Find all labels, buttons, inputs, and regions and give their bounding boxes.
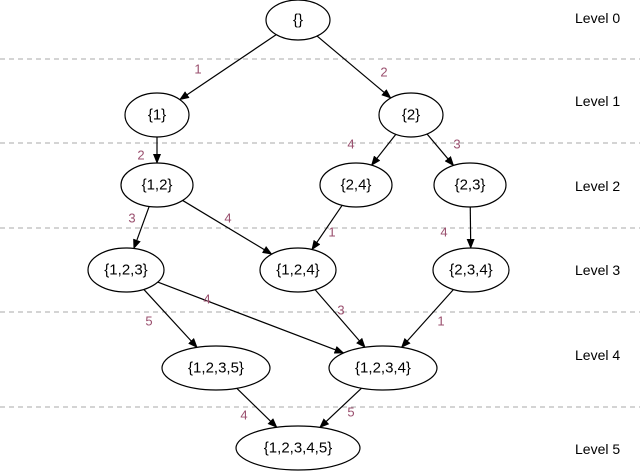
node-ellipse xyxy=(265,0,331,41)
edges xyxy=(133,34,475,429)
node-label: {1} xyxy=(148,107,166,124)
node-n0: {} xyxy=(265,0,331,41)
node-n1234: {1,2,3,4} xyxy=(328,345,438,391)
node-ellipse xyxy=(120,162,194,208)
level-label-2: Level 2 xyxy=(575,178,620,194)
edge-n12-n123 xyxy=(133,206,150,250)
node-n234: {2,3,4} xyxy=(432,247,510,293)
node-n123: {1,2,3} xyxy=(87,247,165,293)
edge-weight-n12-n124: 4 xyxy=(224,211,231,226)
node-ellipse xyxy=(378,92,444,138)
nodes: {} {1} {2} {1,2} {2,4} {2,3} {1,2,3} {1,2,4} {2,… xyxy=(87,0,510,471)
node-ellipse xyxy=(161,345,271,391)
node-label: {2,3,4} xyxy=(449,262,492,279)
edge-weight-n123-n1235: 5 xyxy=(145,314,152,329)
edge-weight-n0-n1: 1 xyxy=(194,62,201,77)
edge-n24-n124 xyxy=(311,204,343,251)
node-label: {1,2,3,5} xyxy=(188,360,244,377)
node-label: {2,4} xyxy=(341,177,372,194)
edge-weights: 1 2 2 4 3 3 4 1 4 5 4 3 1 4 5 xyxy=(128,62,460,423)
edge-weight-n2-n24: 4 xyxy=(347,137,354,152)
node-label: {} xyxy=(293,12,303,29)
node-label: {1,2,3} xyxy=(104,262,147,279)
edge-weight-n123-n1234: 4 xyxy=(203,292,210,307)
edge-weight-n234-n1234: 1 xyxy=(437,314,444,329)
edge-weight-n124-n1234: 3 xyxy=(337,303,344,318)
level-label-5: Level 5 xyxy=(575,441,620,457)
node-n23: {2,3} xyxy=(433,162,507,208)
node-n124: {1,2,4} xyxy=(259,247,337,293)
node-label: {2} xyxy=(402,107,420,124)
edge-n12-n124 xyxy=(182,199,273,255)
node-ellipse xyxy=(259,247,337,293)
node-label: {1,2,4} xyxy=(276,262,319,279)
node-n24: {2,4} xyxy=(319,162,393,208)
edge-n1234-n12345 xyxy=(319,387,362,429)
node-ellipse xyxy=(235,425,361,471)
edge-weight-n1-n12: 2 xyxy=(137,148,144,163)
edge-weight-n0-n2: 2 xyxy=(380,65,387,80)
edge-n123-n1235 xyxy=(143,289,198,349)
edge-weight-n24-n124: 1 xyxy=(328,225,335,240)
level-labels: Level 0 Level 1 Level 2 Level 3 Level 4 … xyxy=(575,10,620,457)
node-label: {1,2} xyxy=(142,177,173,194)
edge-n0-n2 xyxy=(316,35,392,99)
edge-weight-n1235-n12345: 4 xyxy=(240,408,247,423)
level-label-4: Level 4 xyxy=(575,347,620,363)
edge-n1235-n12345 xyxy=(236,387,278,429)
edge-weight-n23-n234: 4 xyxy=(440,225,447,240)
node-n1235: {1,2,3,5} xyxy=(161,345,271,391)
edge-weight-n12-n123: 3 xyxy=(128,211,135,226)
node-ellipse xyxy=(328,345,438,391)
node-n2: {2} xyxy=(378,92,444,138)
node-n12: {1,2} xyxy=(120,162,194,208)
node-label: {1,2,3,4} xyxy=(355,360,411,377)
node-label: {2,3} xyxy=(455,177,486,194)
node-label: {1,2,3,4,5} xyxy=(264,440,332,457)
edge-n124-n1234 xyxy=(314,289,366,349)
node-n12345: {1,2,3,4,5} xyxy=(235,425,361,471)
edge-n2-n23 xyxy=(426,133,455,167)
level-label-1: Level 1 xyxy=(575,93,620,109)
edge-weight-n1234-n12345: 5 xyxy=(347,405,354,420)
edge-n2-n24 xyxy=(370,133,397,166)
level-label-3: Level 3 xyxy=(575,262,620,278)
level-label-0: Level 0 xyxy=(575,10,620,26)
node-ellipse xyxy=(432,247,510,293)
level-separators xyxy=(0,58,640,408)
node-ellipse xyxy=(319,162,393,208)
edge-n0-n1 xyxy=(179,34,277,101)
node-ellipse xyxy=(124,92,190,138)
node-ellipse xyxy=(433,162,507,208)
node-ellipse xyxy=(87,247,165,293)
edge-n234-n1234 xyxy=(400,289,454,349)
node-n1: {1} xyxy=(124,92,190,138)
edge-weight-n2-n23: 3 xyxy=(453,137,460,152)
edge-n123-n1234 xyxy=(157,281,345,354)
